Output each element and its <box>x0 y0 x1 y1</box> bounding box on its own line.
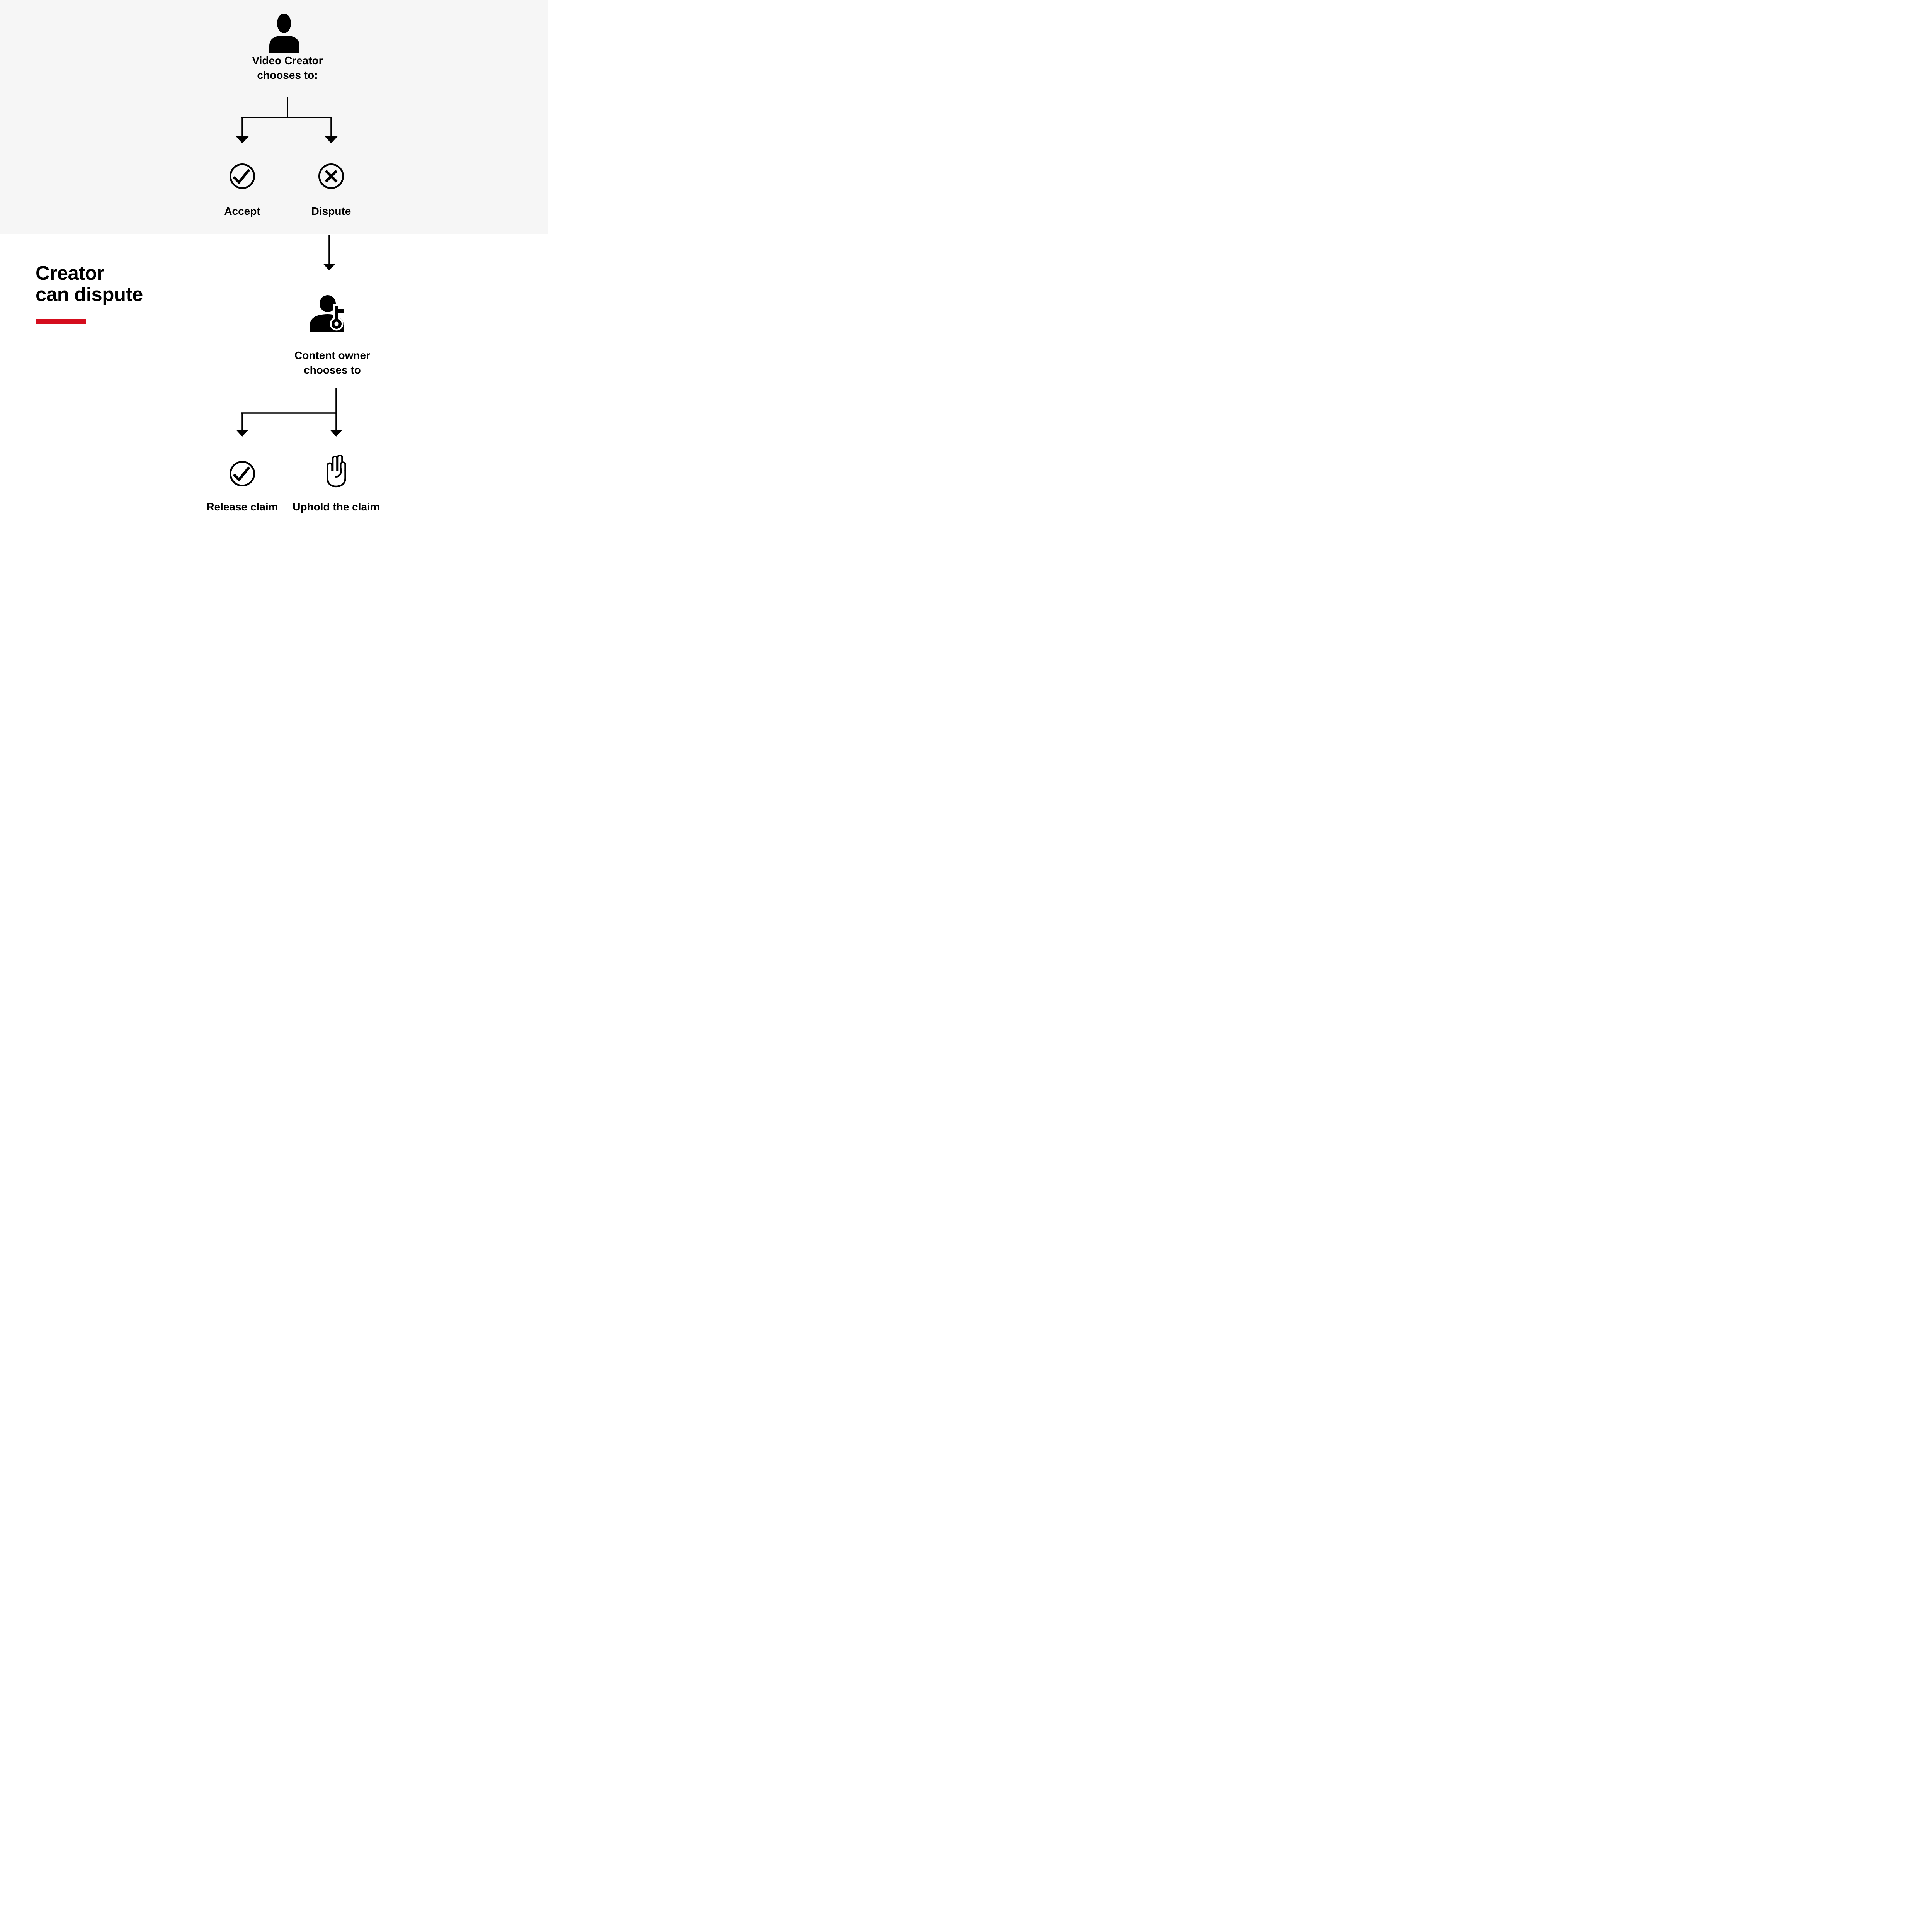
uphold-claim-label-text: Uphold the claim <box>293 501 380 513</box>
creator-label-line1: Video Creator <box>252 54 323 66</box>
release-claim-label: Release claim <box>184 500 300 514</box>
section-heading-line1: Creator <box>36 262 104 284</box>
arrowhead-down-icon <box>323 264 336 270</box>
dispute-label-text: Dispute <box>311 205 351 217</box>
arrowhead-down-icon <box>236 136 249 143</box>
owner-label-line1: Content owner <box>294 349 370 361</box>
key-icon <box>330 304 345 331</box>
dispute-label: Dispute <box>273 204 389 219</box>
branch-creator-options <box>236 97 338 143</box>
creator-label-line2: chooses to: <box>257 69 318 81</box>
arrowhead-down-icon <box>236 430 249 437</box>
accept-label-text: Accept <box>224 205 260 217</box>
check-circle-icon <box>229 163 255 189</box>
arrowhead-down-icon <box>330 430 343 437</box>
dispute-flowchart-canvas: Video Creator chooses to: Accept Dispute… <box>0 0 548 522</box>
owner-label: Content owner chooses to <box>255 348 410 378</box>
flow-connectors <box>236 97 343 437</box>
raised-hand-icon <box>327 455 346 488</box>
arrowhead-down-icon <box>325 136 338 143</box>
section-heading-line2: can dispute <box>36 283 143 305</box>
arrow-dispute-to-owner <box>323 235 336 270</box>
branch-owner-options <box>236 388 343 437</box>
section-heading: Creator can dispute <box>36 262 143 305</box>
owner-label-line2: chooses to <box>304 364 361 376</box>
uphold-claim-label: Uphold the claim <box>269 500 404 514</box>
person-key-icon <box>310 295 345 332</box>
accept-label: Accept <box>184 204 300 219</box>
x-circle-icon <box>318 163 344 189</box>
check-circle-icon <box>229 461 255 487</box>
creator-label: Video Creator chooses to: <box>210 53 365 83</box>
heading-underline-bar <box>36 319 86 324</box>
person-icon <box>269 14 299 53</box>
release-claim-label-text: Release claim <box>206 501 278 513</box>
